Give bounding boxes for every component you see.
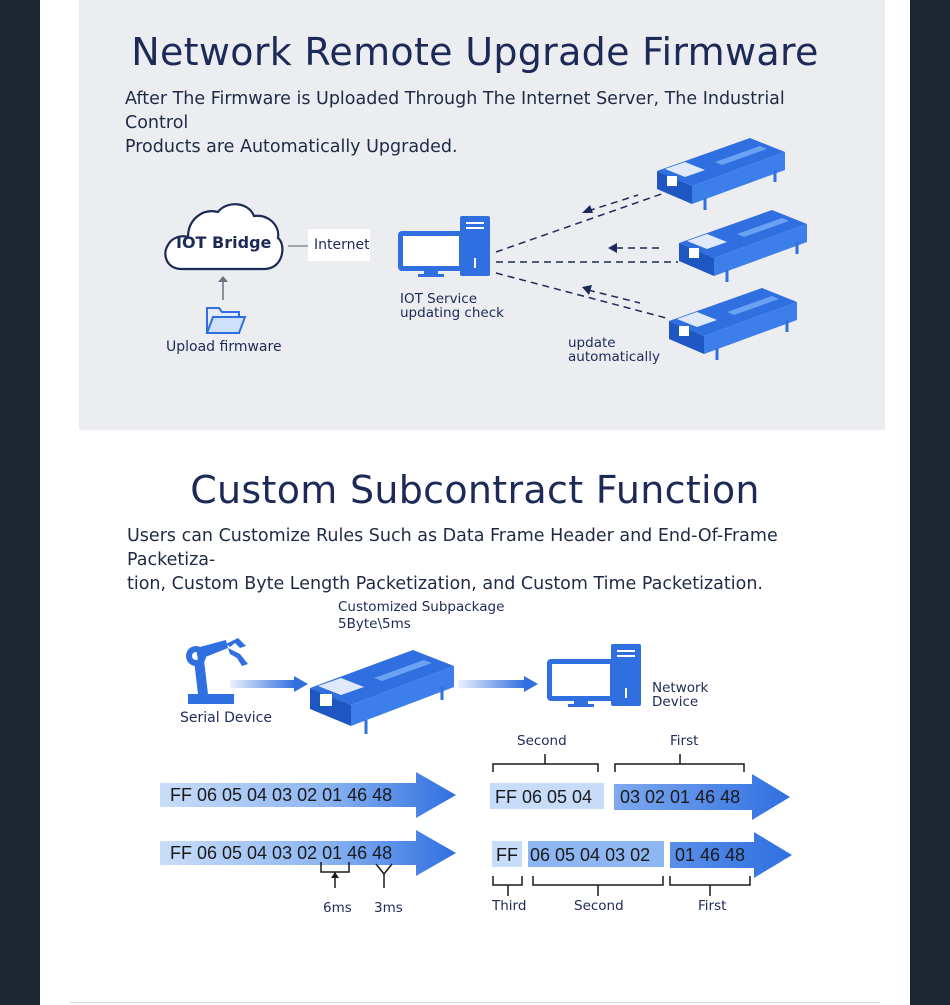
serial-device-label: Serial Device <box>180 710 272 726</box>
gap1-label: 6ms <box>323 900 352 916</box>
network-computer-icon <box>547 644 641 707</box>
section2-description: Users can Customize Rules Such as Data F… <box>127 524 847 596</box>
computer-icon <box>398 216 490 277</box>
device-icon-4 <box>310 650 454 734</box>
content-page: Network Remote Upgrade Firmware After Th… <box>40 0 910 1005</box>
row1-second-label: Second <box>517 733 567 749</box>
section1-desc-line2: Products are Automatically Upgraded. <box>125 137 458 157</box>
robot-arm-icon <box>186 638 248 704</box>
subpackage-label-line2: 5Byte\5ms <box>338 616 411 632</box>
row2-third-label: Third <box>492 898 527 914</box>
timing-markers <box>320 862 393 888</box>
section1-desc-line1: After The Firmware is Uploaded Through T… <box>125 89 785 133</box>
row2-first-label: First <box>698 898 727 914</box>
row1-brackets <box>492 754 745 772</box>
upload-arrow-icon <box>218 276 228 300</box>
row1-first-bytes: 03 02 01 46 48 <box>620 787 741 807</box>
row2-third-segment <box>492 841 522 867</box>
byte-arrow-row2 <box>160 830 456 876</box>
network-label-line2: Device <box>652 694 699 710</box>
update-label-line2: automatically <box>568 349 661 365</box>
flow-arrow-2 <box>458 676 538 692</box>
subpackage-label-line1: Customized Subpackage <box>338 599 505 615</box>
row1-first-arrow <box>614 774 790 820</box>
row1-second-bytes: FF 06 05 04 <box>495 787 593 807</box>
update-label-line1: update <box>568 335 616 351</box>
section2-title: Custom Subcontract Function <box>190 468 760 512</box>
byte-row2-text: FF 06 05 04 03 02 01 46 48 <box>170 843 393 863</box>
section2-desc-line1: Users can Customize Rules Such as Data F… <box>127 526 778 570</box>
row2-second-bytes: 06 05 04 03 02 <box>530 845 651 865</box>
row2-third-bytes: FF <box>496 845 518 865</box>
row2-first-bytes: 01 46 48 <box>675 845 746 865</box>
service-label-line1: IOT Service <box>400 291 478 307</box>
footer-divider <box>70 1002 880 1003</box>
device-icon-3 <box>669 288 797 360</box>
section2-desc-line2: tion, Custom Byte Length Packetization, … <box>127 574 763 594</box>
device-icon-2 <box>679 210 807 282</box>
cloud-label: IOT Bridge <box>176 233 272 252</box>
row2-brackets <box>492 876 751 896</box>
update-links <box>495 190 678 320</box>
device-icon-1 <box>657 138 785 210</box>
section1-description: After The Firmware is Uploaded Through T… <box>125 87 845 159</box>
section1-title: Network Remote Upgrade Firmware <box>131 30 819 74</box>
internet-box <box>308 229 370 261</box>
service-label-line2: updating check <box>400 305 504 321</box>
byte-row1-text: FF 06 05 04 03 02 01 46 48 <box>170 785 393 805</box>
cloud-icon <box>164 203 284 271</box>
row2-first-arrow <box>670 832 792 878</box>
flow-arrow-1 <box>230 676 308 692</box>
network-label-line1: Network <box>652 680 709 696</box>
row1-first-label: First <box>670 733 699 749</box>
byte-arrow-row1 <box>160 772 456 818</box>
gap2-label: 3ms <box>374 900 403 916</box>
row1-second-segment <box>490 783 604 809</box>
upload-firmware-label: Upload firmware <box>166 339 282 355</box>
row2-second-segment <box>528 841 664 867</box>
internet-label: Internet <box>314 237 370 253</box>
row2-second-label: Second <box>574 898 624 914</box>
folder-icon <box>205 307 247 334</box>
